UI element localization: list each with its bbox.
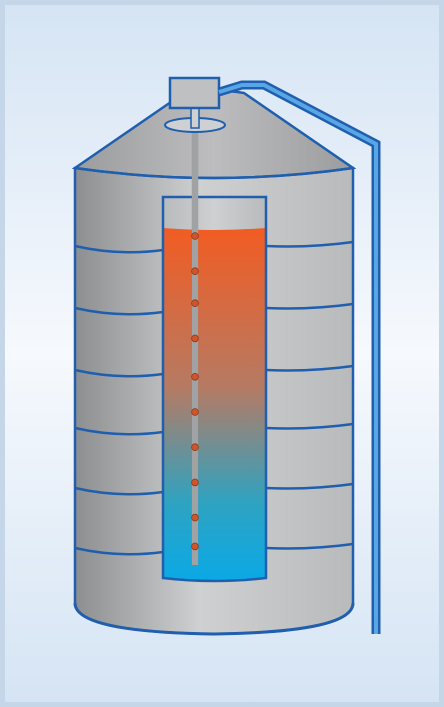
silo-ring-band bbox=[265, 482, 354, 490]
silo-ring-band bbox=[265, 302, 354, 310]
cutaway-window bbox=[161, 195, 268, 583]
junction-box bbox=[168, 76, 221, 110]
sensor-node bbox=[191, 408, 199, 416]
sensor-node bbox=[191, 443, 199, 452]
sensor-node bbox=[191, 513, 199, 522]
silo-ring-band bbox=[74, 486, 164, 496]
sensor-node bbox=[191, 372, 199, 381]
signal-conduit bbox=[217, 80, 381, 634]
silo-ring-band bbox=[74, 546, 164, 556]
sensor-node bbox=[191, 478, 199, 487]
silo-ring-band bbox=[74, 244, 164, 254]
silo-ring-band bbox=[74, 368, 164, 378]
sensor-node bbox=[191, 334, 199, 343]
silo-ring-band bbox=[265, 240, 354, 248]
silo-ring-band bbox=[74, 426, 164, 436]
temperature-sensors bbox=[191, 232, 199, 551]
sensor-node bbox=[191, 299, 199, 308]
silo-ring-band bbox=[265, 364, 354, 372]
sensor-node bbox=[191, 542, 199, 551]
silo-rings bbox=[74, 240, 354, 556]
sensor-node bbox=[191, 267, 199, 276]
silo-ring-band bbox=[74, 306, 164, 316]
sensor-node bbox=[191, 232, 199, 240]
silo-ring-band bbox=[265, 422, 354, 430]
cable-mount bbox=[164, 76, 226, 133]
silo-ring-band bbox=[265, 542, 354, 550]
stored-material bbox=[163, 228, 266, 581]
